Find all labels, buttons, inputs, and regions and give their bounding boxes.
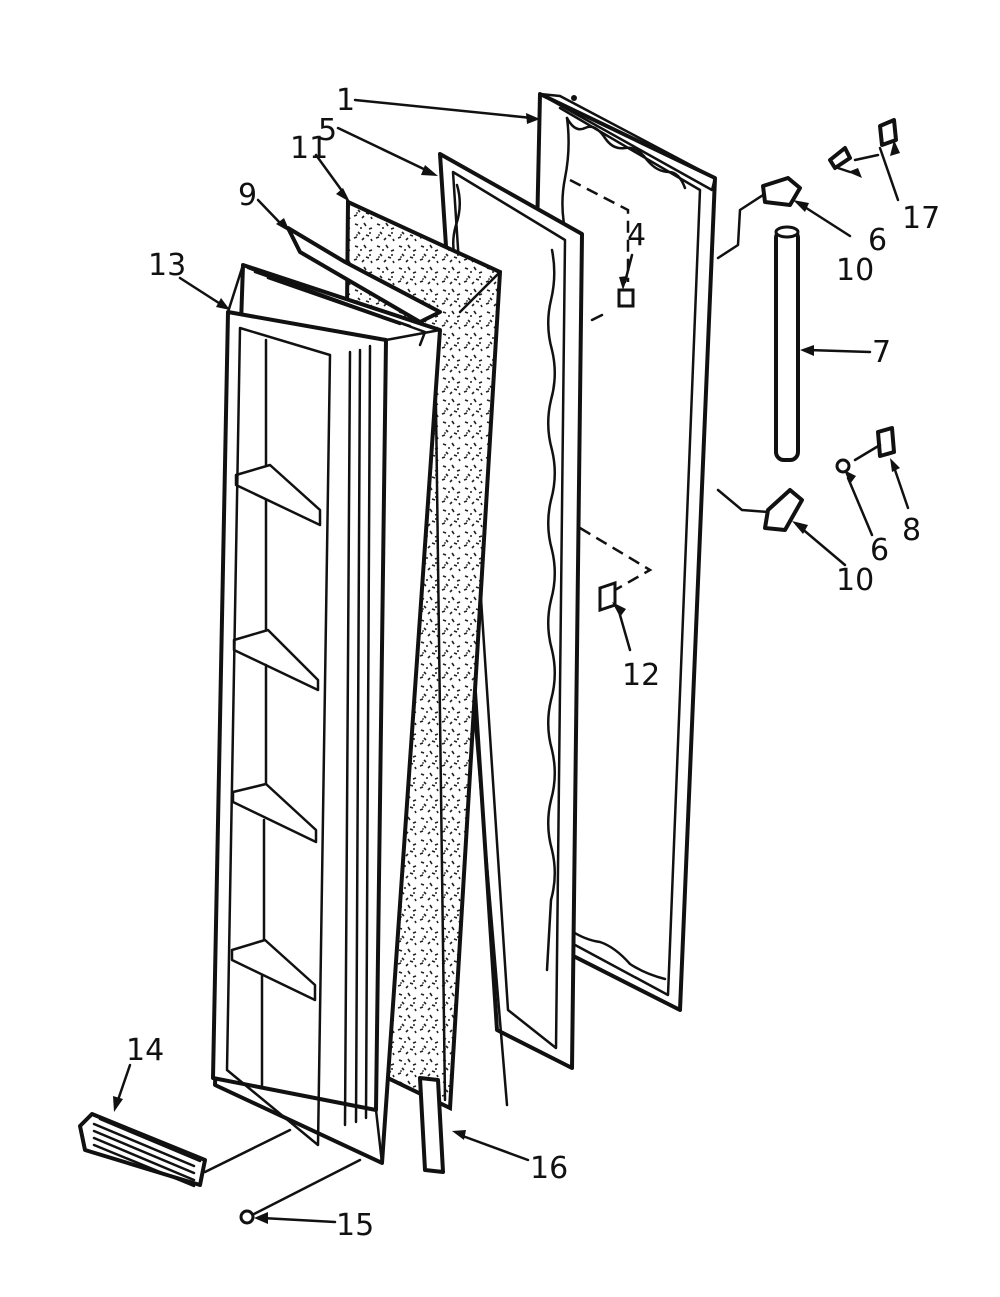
door-stop-part-4	[569, 178, 635, 308]
cap-part-8	[876, 426, 896, 458]
cap-part-17	[878, 118, 898, 147]
callout-13: 13	[148, 248, 186, 283]
callout-6-top: 6	[868, 223, 887, 258]
leader-lines	[113, 98, 910, 1224]
callout-15: 15	[336, 1208, 374, 1243]
screw-part-6-bottom	[835, 458, 851, 474]
callout-10-top: 10	[836, 253, 874, 288]
callout-8: 8	[902, 513, 921, 548]
hinge-pin-part-7	[774, 225, 800, 462]
callout-17: 17	[902, 201, 940, 236]
hinge-bottom-part-10	[716, 488, 804, 532]
door-trim-strip	[418, 1076, 445, 1174]
callout-7: 7	[872, 335, 891, 370]
hinge-top-part-10	[716, 176, 802, 260]
callout-14: 14	[126, 1033, 164, 1068]
door-grille	[78, 1112, 292, 1188]
callout-10-bottom: 10	[836, 563, 874, 598]
callout-4: 4	[627, 218, 646, 253]
callout-16: 16	[530, 1151, 568, 1186]
screw-part-15	[239, 1158, 362, 1225]
callout-6-bottom: 6	[870, 533, 889, 568]
screw-part-6-top	[828, 146, 852, 170]
callout-5: 5	[318, 113, 337, 148]
callout-labels: 1 4 5 6 6 7 8 9 10 10 11 12 13 14 15 16 …	[126, 83, 940, 1243]
callout-12: 12	[622, 658, 660, 693]
liner-top-insert	[286, 226, 442, 324]
callout-9: 9	[238, 178, 257, 213]
callout-1: 1	[336, 83, 355, 118]
callout-11: 11	[290, 131, 328, 166]
door-inner-liner	[211, 263, 442, 1165]
